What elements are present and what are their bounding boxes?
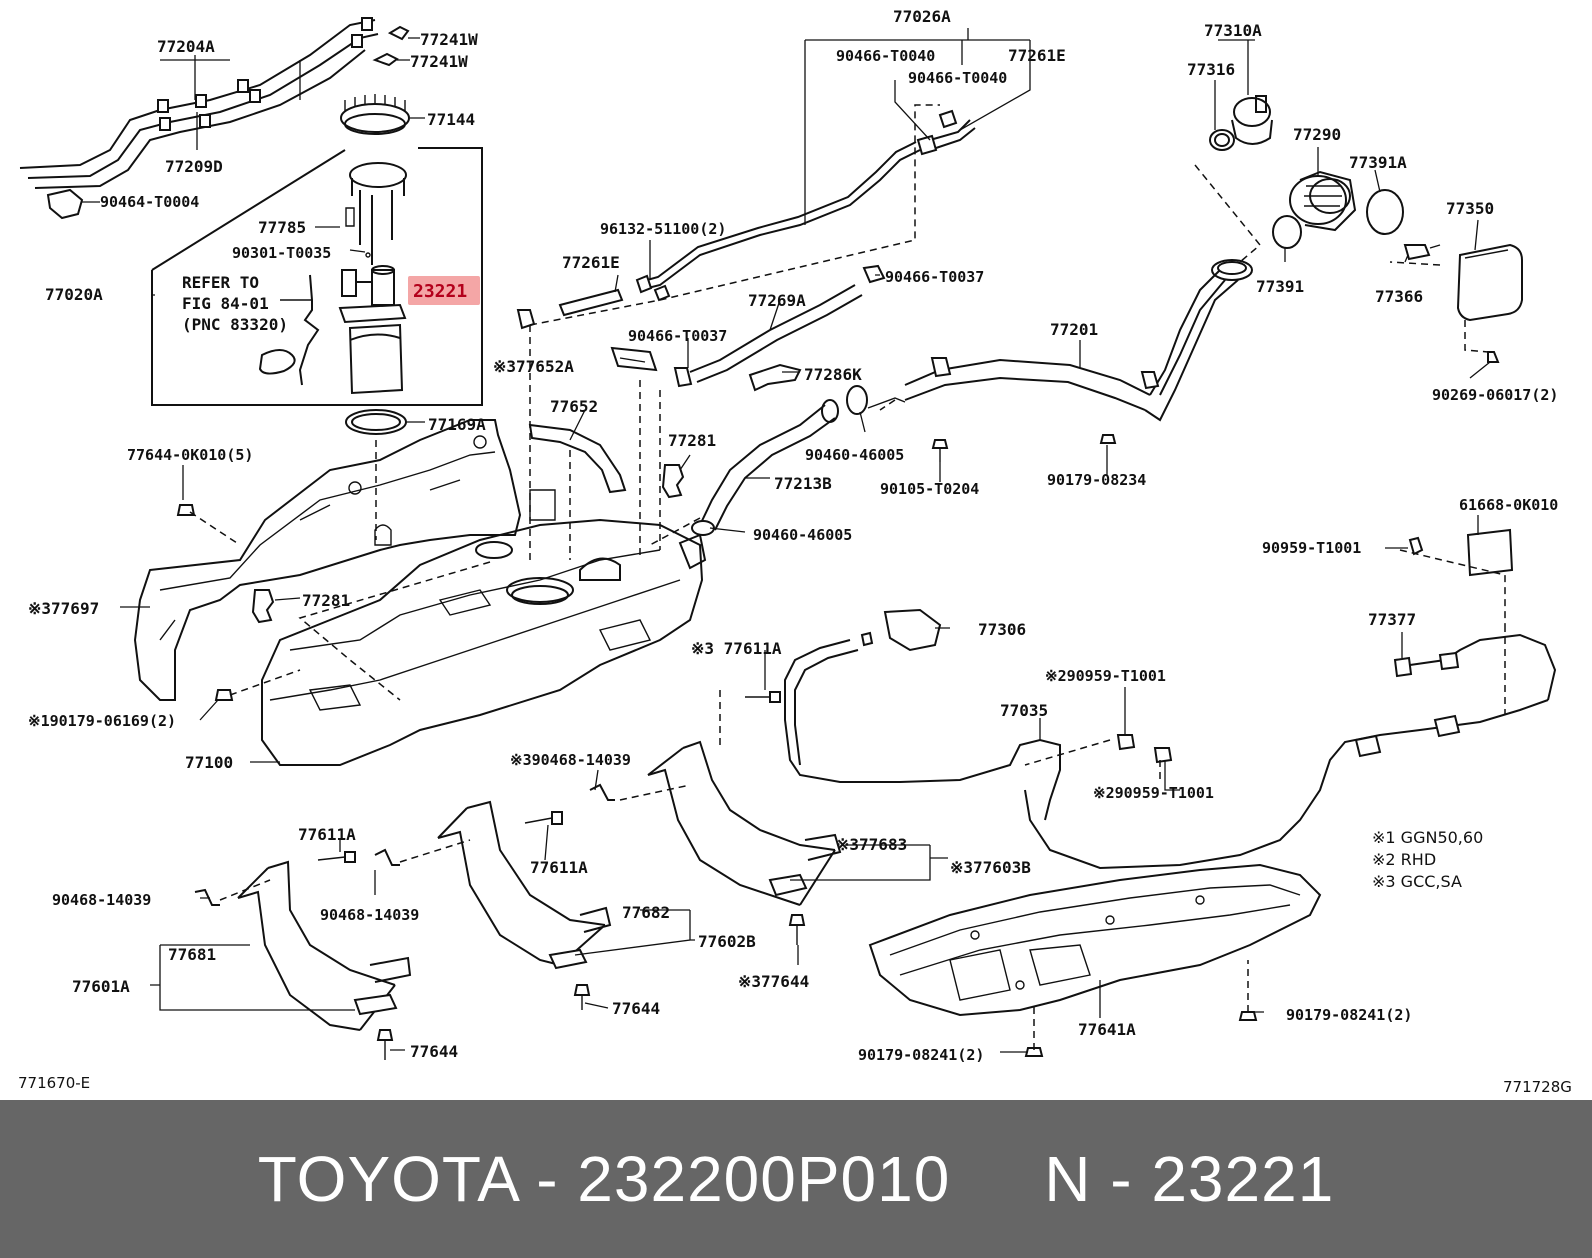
part-label[interactable]: 77281 (668, 431, 716, 450)
part-label[interactable]: 77281 (302, 591, 350, 610)
part-label[interactable]: 77169A (428, 415, 486, 434)
part-label[interactable]: ※377603B (950, 858, 1031, 877)
drawing-geometry (19, 17, 1557, 1060)
part-label[interactable]: 90105-T0204 (880, 480, 979, 498)
part-label[interactable]: 77611A (298, 825, 356, 844)
part-label[interactable]: 77100 (185, 753, 233, 772)
part-label[interactable]: 77316 (1187, 60, 1235, 79)
part-label[interactable]: 77391 (1256, 277, 1304, 296)
part-label[interactable]: 77366 (1375, 287, 1423, 306)
part-label[interactable]: 90959-T1001 (1262, 539, 1361, 557)
part-label[interactable]: 77682 (622, 903, 670, 922)
part-label[interactable]: 77602B (698, 932, 756, 951)
part-label[interactable]: 90269-06017(2) (1432, 386, 1558, 404)
part-label[interactable]: 90179-08241(2) (1286, 1006, 1412, 1024)
part-label[interactable]: ※377697 (28, 599, 99, 618)
part-label[interactable]: 77644 (612, 999, 660, 1018)
part-label[interactable]: 77290 (1293, 125, 1341, 144)
part-label[interactable]: ※290959-T1001 (1093, 784, 1214, 802)
part-label[interactable]: 77261E (562, 253, 620, 272)
part-label[interactable]: 90468-14039 (320, 906, 419, 924)
part-label[interactable]: 77144 (427, 110, 475, 129)
part-label[interactable]: 77020A (45, 285, 103, 304)
part-label[interactable]: 90466-T0040 (836, 47, 935, 65)
part-label[interactable]: ※3 77611A (691, 639, 782, 658)
part-label[interactable]: 77269A (748, 291, 806, 310)
part-label[interactable]: 77641A (1078, 1020, 1136, 1039)
part-label[interactable]: ※377644 (738, 972, 809, 991)
part-label[interactable]: 77213B (774, 474, 832, 493)
part-label[interactable]: 90468-14039 (52, 891, 151, 909)
refer-note-line: (PNC 83320) (182, 315, 288, 334)
refer-note-line: REFER TO (182, 273, 259, 292)
part-label[interactable]: 77026A (893, 7, 951, 26)
part-footer-text: TOYOTA - 232200P010 N - 23221 (258, 1142, 1335, 1216)
part-label[interactable]: 77644 (410, 1042, 458, 1061)
spacer (950, 1143, 1044, 1215)
part-label[interactable]: 77391A (1349, 153, 1407, 172)
part-label[interactable]: 77601A (72, 977, 130, 996)
part-label[interactable]: 90466-T0037 (885, 268, 984, 286)
part-label[interactable]: 90464-T0004 (100, 193, 199, 211)
brand-name: TOYOTA (257, 1143, 518, 1215)
part-label[interactable]: 77241W (420, 30, 478, 49)
part-label[interactable]: 90466-T0037 (628, 327, 727, 345)
part-label[interactable]: 77681 (168, 945, 216, 964)
part-label[interactable]: 77261E (1008, 46, 1066, 65)
part-label[interactable]: 61668-0K010 (1459, 496, 1558, 514)
part-label[interactable]: 77201 (1050, 320, 1098, 339)
part-label[interactable]: ※377683 (836, 835, 907, 854)
part-label[interactable]: 90179-08241(2) (858, 1046, 984, 1064)
part-label[interactable]: ※190179-06169(2) (28, 712, 176, 730)
part-label[interactable]: 77652 (550, 397, 598, 416)
parts-diagram: 23221 REFER TO FIG 84-01 (PNC 83320) 772… (18, 7, 1572, 1096)
figure-code-right: 771728G (1503, 1078, 1572, 1096)
variant-note: ※3 GCC,SA (1372, 872, 1462, 891)
figure-code-left: 771670-E (18, 1074, 90, 1092)
part-label[interactable]: 77241W (410, 52, 468, 71)
highlight-part-label[interactable]: 23221 (413, 281, 467, 302)
pnc-prefix: N - (1044, 1143, 1152, 1215)
part-label[interactable]: 90179-08234 (1047, 471, 1146, 489)
part-label[interactable]: 77611A (530, 858, 588, 877)
part-label[interactable]: 90301-T0035 (232, 244, 331, 262)
part-label[interactable]: 77286K (804, 365, 862, 384)
part-labels: 77204A 77241W 77241W 77144 77209D 90464-… (28, 7, 1558, 1064)
part-label[interactable]: 77035 (1000, 701, 1048, 720)
part-label[interactable]: 77785 (258, 218, 306, 237)
part-label[interactable]: 77306 (978, 620, 1026, 639)
separator: - (517, 1143, 578, 1215)
part-label[interactable]: 77644-0K010(5) (127, 446, 253, 464)
part-label[interactable]: 96132-51100(2) (600, 220, 726, 238)
variant-note: ※2 RHD (1372, 850, 1436, 869)
refer-note-line: FIG 84-01 (182, 294, 269, 313)
part-label[interactable]: 77377 (1368, 610, 1416, 629)
part-label[interactable]: 90460-46005 (805, 446, 904, 464)
highlight-box (408, 276, 480, 305)
part-label[interactable]: 90466-T0040 (908, 69, 1007, 87)
part-label[interactable]: 77310A (1204, 21, 1262, 40)
part-label[interactable]: 77209D (165, 157, 223, 176)
part-label[interactable]: ※377652A (493, 357, 574, 376)
pnc-number: 23221 (1151, 1143, 1335, 1215)
part-label[interactable]: 77204A (157, 37, 215, 56)
part-label[interactable]: ※390468-14039 (510, 751, 631, 769)
variant-note: ※1 GGN50,60 (1372, 828, 1483, 847)
part-label[interactable]: ※290959-T1001 (1045, 667, 1166, 685)
part-label[interactable]: 77350 (1446, 199, 1494, 218)
part-number: 232200P010 (577, 1143, 951, 1215)
part-footer-bar: TOYOTA - 232200P010 N - 23221 (0, 1100, 1592, 1258)
part-label[interactable]: 90460-46005 (753, 526, 852, 544)
